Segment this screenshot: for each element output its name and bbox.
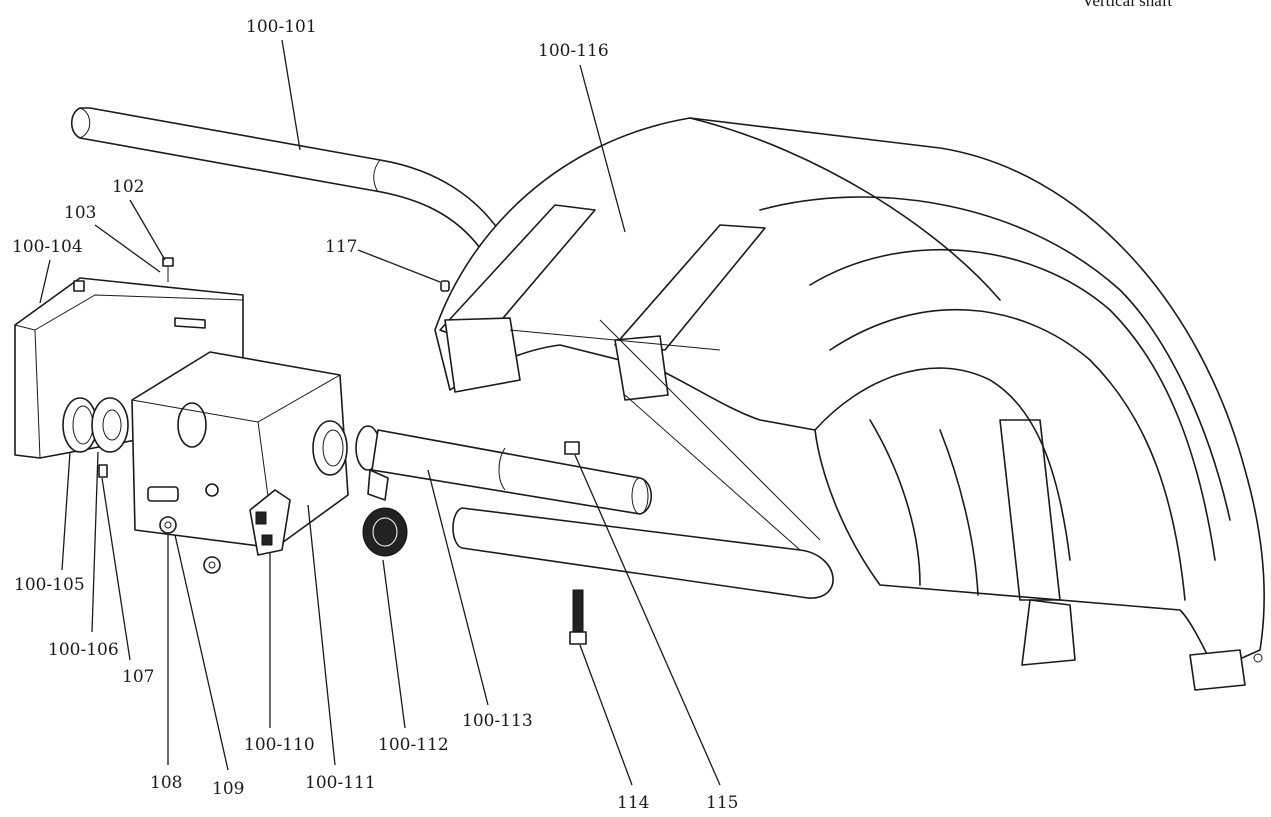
bearing-ring-100-105 bbox=[62, 397, 98, 453]
lower-frame-tube bbox=[452, 319, 834, 599]
caption-vertical-shaft: Vertical shaft bbox=[1082, 0, 1172, 10]
nut-108 bbox=[159, 516, 177, 534]
nut-103 bbox=[73, 280, 85, 292]
gearbox-housing bbox=[131, 351, 349, 556]
nut-115 bbox=[564, 441, 580, 455]
shaft-tube-100-113 bbox=[371, 429, 653, 515]
label-102: 102 bbox=[112, 177, 144, 197]
label-100-101: 100-101 bbox=[246, 17, 317, 37]
label-115: 115 bbox=[706, 793, 738, 813]
bearing-100-106 bbox=[91, 397, 129, 453]
label-100-113: 100-113 bbox=[462, 711, 533, 731]
bolt-102 bbox=[162, 257, 174, 282]
label-100-104: 100-104 bbox=[12, 237, 83, 257]
part-labels: 100-101 100-116 102 103 100-104 117 100-… bbox=[12, 17, 738, 813]
label-117: 117 bbox=[325, 237, 357, 257]
label-100-106: 100-106 bbox=[48, 640, 119, 660]
nut-109 bbox=[203, 556, 221, 574]
label-114: 114 bbox=[617, 793, 649, 813]
label-100-105: 100-105 bbox=[14, 575, 85, 595]
label-107: 107 bbox=[122, 667, 154, 687]
bolt-114 bbox=[569, 589, 587, 645]
plate-bolt bbox=[174, 317, 206, 329]
label-108: 108 bbox=[150, 773, 182, 793]
shroud-cover-100-116 bbox=[434, 117, 1265, 691]
label-109: 109 bbox=[212, 779, 244, 799]
label-100-116: 100-116 bbox=[538, 41, 609, 61]
handlebar-tube-100-101 bbox=[70, 107, 501, 249]
label-100-112: 100-112 bbox=[378, 735, 449, 755]
screw-107 bbox=[98, 464, 108, 478]
seal-ring-100-111 bbox=[312, 420, 348, 476]
screw-117 bbox=[440, 280, 450, 292]
label-103: 103 bbox=[64, 203, 96, 223]
label-100-111: 100-111 bbox=[305, 773, 376, 793]
label-100-110: 100-110 bbox=[244, 735, 315, 755]
leader-lines bbox=[39, 39, 721, 786]
